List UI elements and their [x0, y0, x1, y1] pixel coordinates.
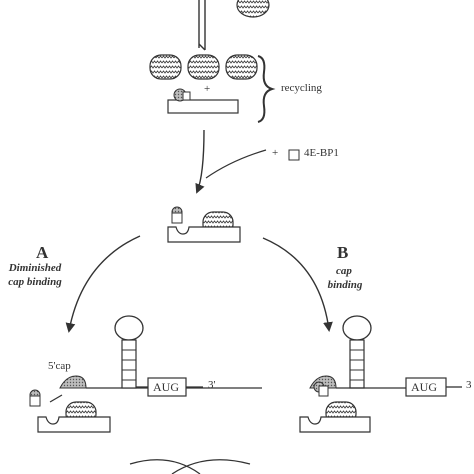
4ebp1-box	[288, 149, 300, 161]
recycling-base-complex	[167, 88, 239, 114]
left-bottom-complex	[37, 401, 111, 433]
recycling-label: recycling	[281, 82, 322, 94]
path-a-desc-line1: Diminished	[8, 262, 62, 274]
path-b-label: B	[337, 243, 349, 262]
aug-label-right: AUG	[411, 380, 437, 394]
three-prime-left-label: 3'	[208, 379, 216, 391]
plus-4ebp1-sign: +	[272, 147, 279, 159]
top-eif4e-complex	[236, 0, 270, 18]
recycling-brace	[257, 55, 276, 123]
arrow-path-b	[262, 237, 333, 332]
eif4e-complex-row	[149, 54, 258, 80]
bottom-crossing-arrows	[129, 459, 251, 474]
path-b-desc-line2: binding	[327, 279, 363, 291]
central-complex	[167, 206, 241, 243]
mrna-right	[309, 315, 462, 397]
arrow-path-a	[65, 235, 141, 333]
main-down-arrow	[195, 129, 205, 194]
five-prime-cap-label: 5'cap	[48, 360, 71, 372]
equilibrium-arrows	[198, 0, 206, 51]
right-bottom-complex	[299, 401, 371, 433]
path-a-desc-line2: cap binding	[8, 276, 62, 288]
4ebp1-input-line	[205, 149, 267, 179]
path-a-label: A	[36, 243, 49, 262]
mrna-left	[49, 315, 262, 403]
path-b-desc-line1: cap	[336, 265, 352, 277]
three-prime-right-label: 3	[466, 379, 472, 391]
4ebp1-label: 4E-BP1	[304, 147, 339, 159]
plus-sign-small: +	[204, 83, 211, 95]
left-free-factor	[29, 389, 41, 407]
aug-label-left: AUG	[153, 380, 179, 394]
